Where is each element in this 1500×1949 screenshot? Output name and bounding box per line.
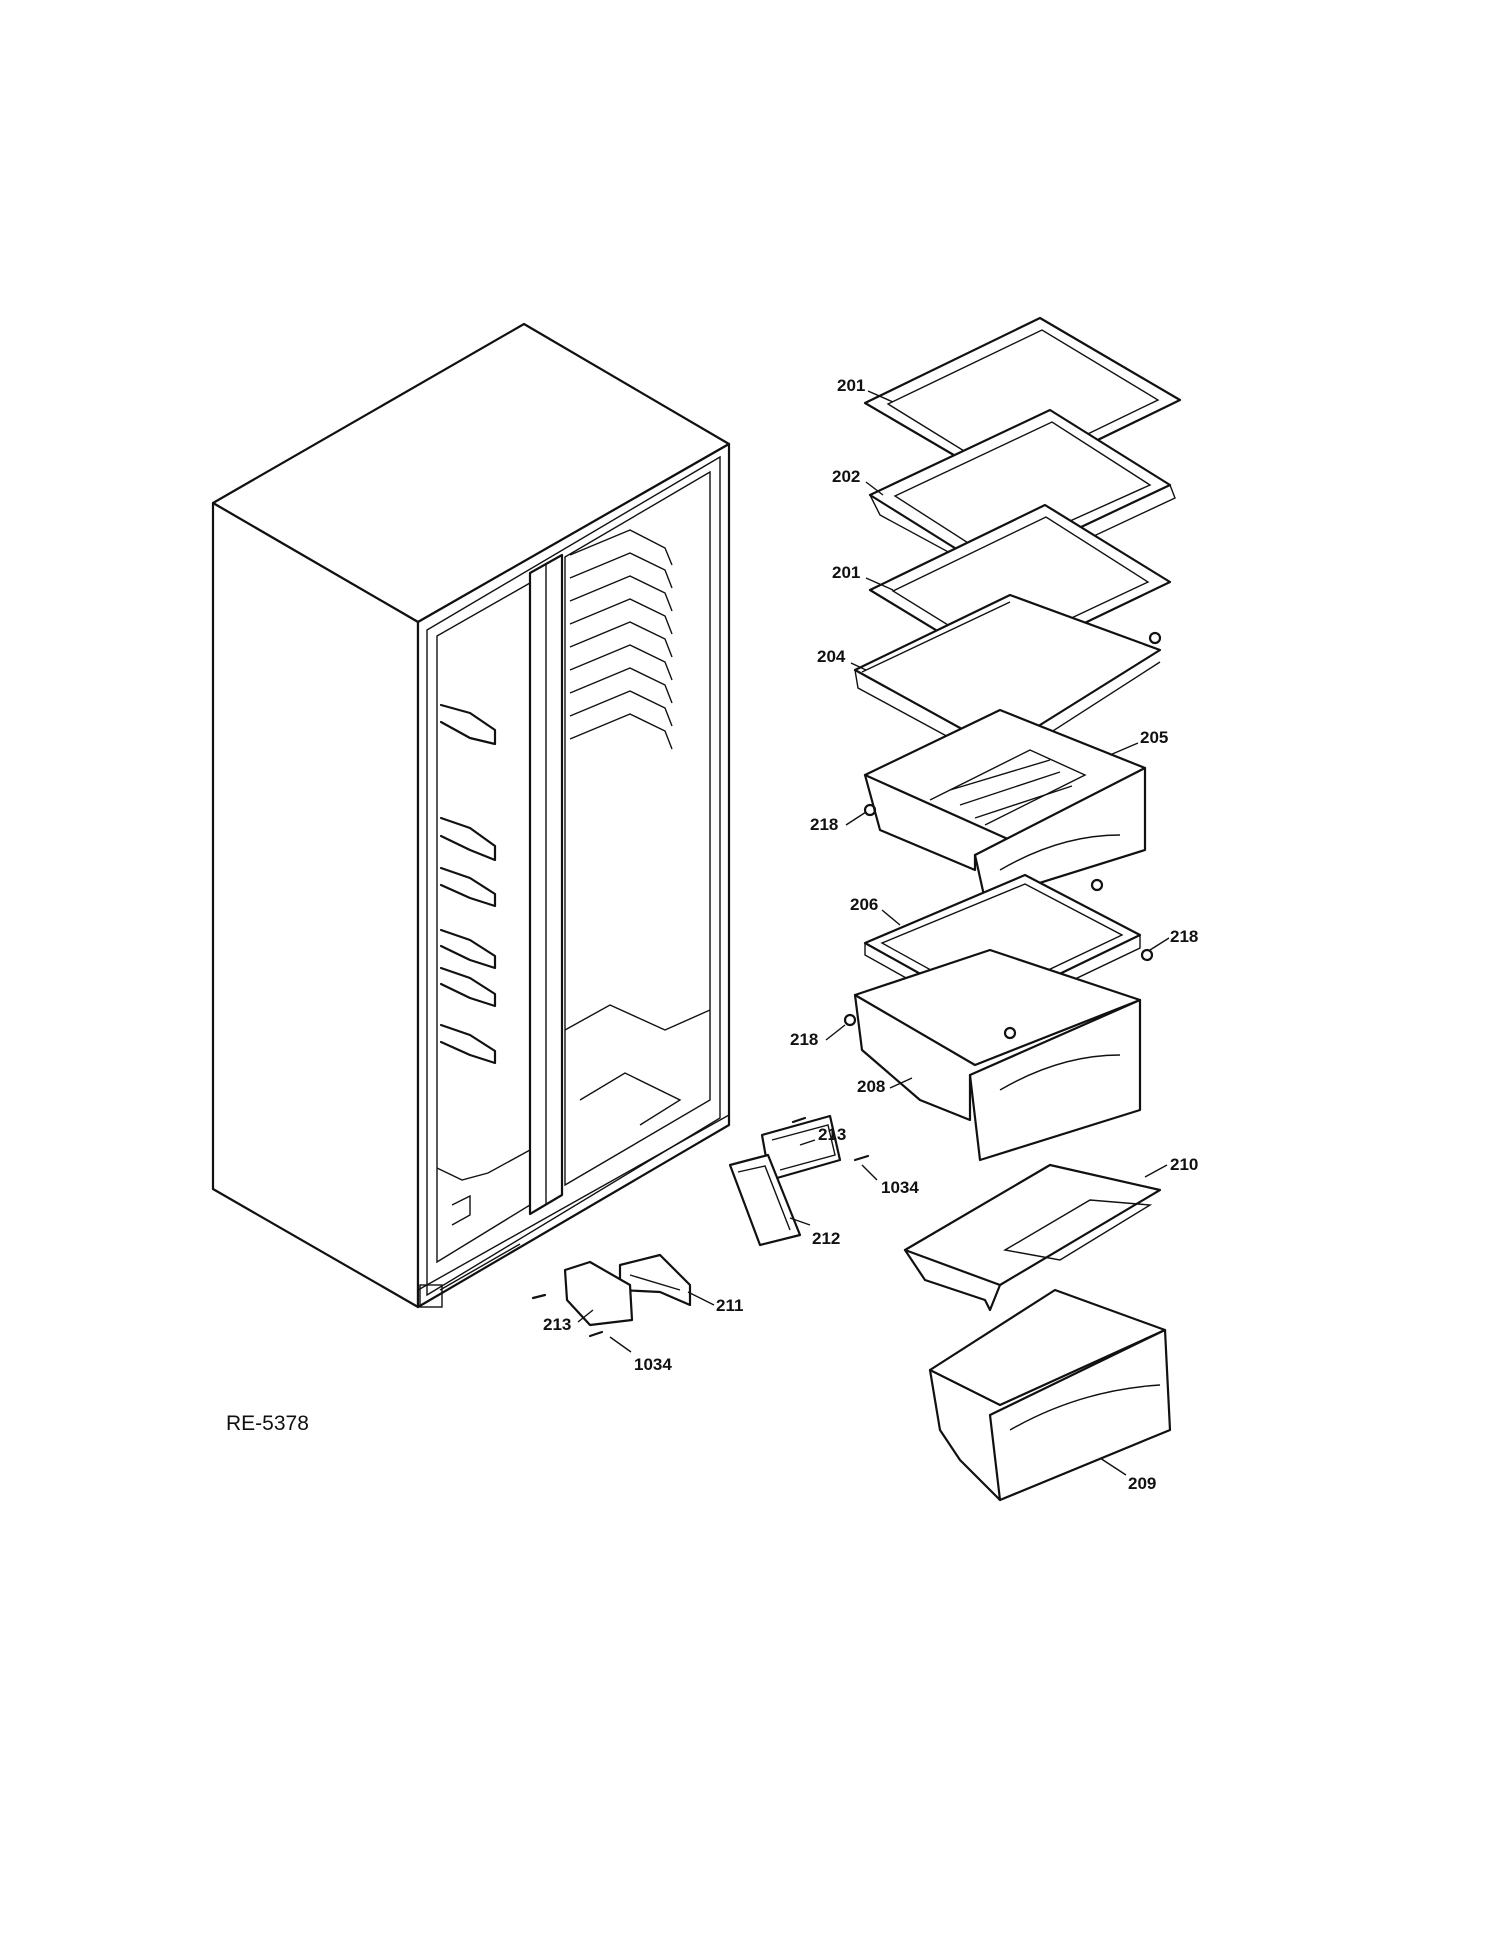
- drawing-code: RE-5378: [226, 1412, 309, 1435]
- callout-218-upper: 218: [810, 815, 838, 834]
- pan-drawer-209: [928, 1288, 1172, 1502]
- crisper-cover-204: [853, 593, 1162, 766]
- callout-1034-upper: 1034: [881, 1178, 919, 1197]
- freezer-shelf-supports: [439, 703, 497, 1065]
- fresh-food-shelf-rails: [569, 529, 673, 750]
- callout-218-lower: 218: [790, 1030, 818, 1049]
- callout-leaders: [577, 390, 1170, 1476]
- callout-205: 205: [1140, 728, 1168, 747]
- callout-211: 211: [716, 1296, 743, 1315]
- callout-labels: 201 202 201 204 205 218 206 218 218 208 …: [543, 376, 1198, 1493]
- callout-213-upper: 213: [818, 1125, 846, 1144]
- callout-202: 202: [832, 467, 860, 486]
- callout-212: 212: [812, 1229, 840, 1248]
- callout-218-right: 218: [1170, 927, 1198, 946]
- meat-pan-208: [853, 948, 1142, 1162]
- pan-cover-210: [903, 1163, 1162, 1312]
- callout-201-lower: 201: [832, 563, 860, 582]
- filter-housing-parts: [531, 1114, 870, 1338]
- callout-201-top: 201: [837, 376, 865, 395]
- callout-1034-lower: 1034: [634, 1355, 672, 1374]
- callout-213-lower: 213: [543, 1315, 571, 1334]
- callout-206: 206: [850, 895, 878, 914]
- shelf-stop-fasteners: [843, 631, 1162, 1040]
- callout-208: 208: [857, 1077, 885, 1096]
- callout-209: 209: [1128, 1474, 1156, 1493]
- refrigerator-cabinet: [211, 322, 731, 1309]
- crisper-drawer-205: [863, 708, 1147, 902]
- callout-210: 210: [1170, 1155, 1198, 1174]
- callout-204: 204: [817, 647, 846, 666]
